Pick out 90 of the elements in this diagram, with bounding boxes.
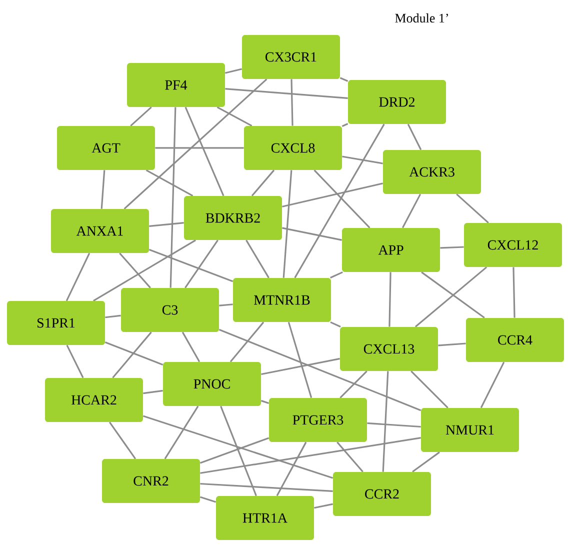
connector-line <box>170 107 176 288</box>
gene-box: CNR2 <box>102 458 200 503</box>
connector-line <box>124 78 268 210</box>
connector-line <box>294 124 385 278</box>
connector-line <box>314 170 370 228</box>
gene-box: NMUR1 <box>421 408 519 452</box>
connector-line <box>407 124 422 150</box>
gene-box: DRD2 <box>348 80 446 124</box>
connector-line <box>182 332 200 362</box>
connector-line <box>330 321 341 328</box>
gene-box: HTR1A <box>216 496 314 540</box>
gene-box: CXCL13 <box>340 327 438 371</box>
connector-line <box>282 170 292 278</box>
gene-box: AGT <box>57 126 155 170</box>
gene-box: CCR2 <box>333 472 431 516</box>
connector-line <box>108 422 136 460</box>
connector-line <box>200 437 270 464</box>
connector-line <box>382 371 389 472</box>
gene-box: C3 <box>121 288 219 332</box>
connector-line <box>246 240 270 278</box>
gene-box: ACKR3 <box>383 150 481 194</box>
connector-line <box>148 248 234 282</box>
connector-line <box>216 106 252 126</box>
connector-line <box>367 422 421 428</box>
connector-line <box>412 452 440 472</box>
connector-line <box>402 194 422 228</box>
connector-line <box>104 341 164 366</box>
connector-line <box>146 169 194 196</box>
connector-line <box>66 344 84 378</box>
connector-line <box>251 170 275 196</box>
connector-line <box>119 252 151 288</box>
connector-line <box>388 272 392 327</box>
connector-line <box>184 240 218 288</box>
connector-line <box>260 400 270 404</box>
gene-box: HCAR2 <box>45 378 143 422</box>
connector-line <box>438 342 466 346</box>
module-title: Module 1’ <box>395 13 448 23</box>
connector-line <box>200 482 333 492</box>
connector-line <box>155 147 244 149</box>
connector-line <box>143 390 163 394</box>
connector-line <box>130 106 152 126</box>
gene-box: ANXA1 <box>51 208 149 253</box>
connector-line <box>219 304 233 306</box>
gene-box: PTGER3 <box>269 398 367 442</box>
connector-line <box>93 240 196 302</box>
connector-line <box>410 370 448 408</box>
connector-line <box>200 437 421 474</box>
connector-line <box>142 415 334 479</box>
connector-line <box>421 272 485 318</box>
connector-line <box>66 252 90 302</box>
gene-box: CXCL8 <box>244 126 342 170</box>
gene-box: CX3CR1 <box>242 35 340 79</box>
connector-line <box>314 503 333 509</box>
gene-box: CCR4 <box>466 318 564 362</box>
connector-line <box>456 194 489 224</box>
gene-box: MTNR1B <box>233 278 331 322</box>
connector-line <box>225 68 242 74</box>
connector-line <box>149 222 184 227</box>
connector-line <box>288 322 312 398</box>
gene-box: PNOC <box>163 362 261 406</box>
connector-line <box>200 496 216 503</box>
connector-line <box>276 442 307 496</box>
connector-line <box>164 406 199 460</box>
connector-line <box>218 328 422 412</box>
connector-line <box>282 182 383 208</box>
gene-box: APP <box>342 228 440 272</box>
connector-line <box>480 362 505 408</box>
connector-line <box>340 370 368 398</box>
connector-line <box>512 267 516 318</box>
connector-line <box>282 227 342 241</box>
connector-line <box>112 332 152 378</box>
connector-line <box>100 170 106 209</box>
connector-line <box>230 322 264 362</box>
connector-line <box>336 442 364 472</box>
connector-line <box>105 314 121 318</box>
gene-box: S1PR1 <box>7 300 105 345</box>
connector-line <box>220 406 257 496</box>
connector-line <box>330 271 343 279</box>
connector-line <box>184 106 224 196</box>
gene-box: CXCL12 <box>464 223 562 267</box>
connector-line <box>225 88 348 99</box>
connector-line <box>440 246 464 249</box>
connector-line <box>290 79 294 126</box>
gene-box: PF4 <box>127 63 225 107</box>
connector-line <box>261 358 340 376</box>
connector-line <box>340 77 348 82</box>
gene-box: BDKRB2 <box>184 196 282 240</box>
connector-line <box>342 123 348 127</box>
connector-line <box>414 266 488 328</box>
connector-line <box>342 156 383 164</box>
